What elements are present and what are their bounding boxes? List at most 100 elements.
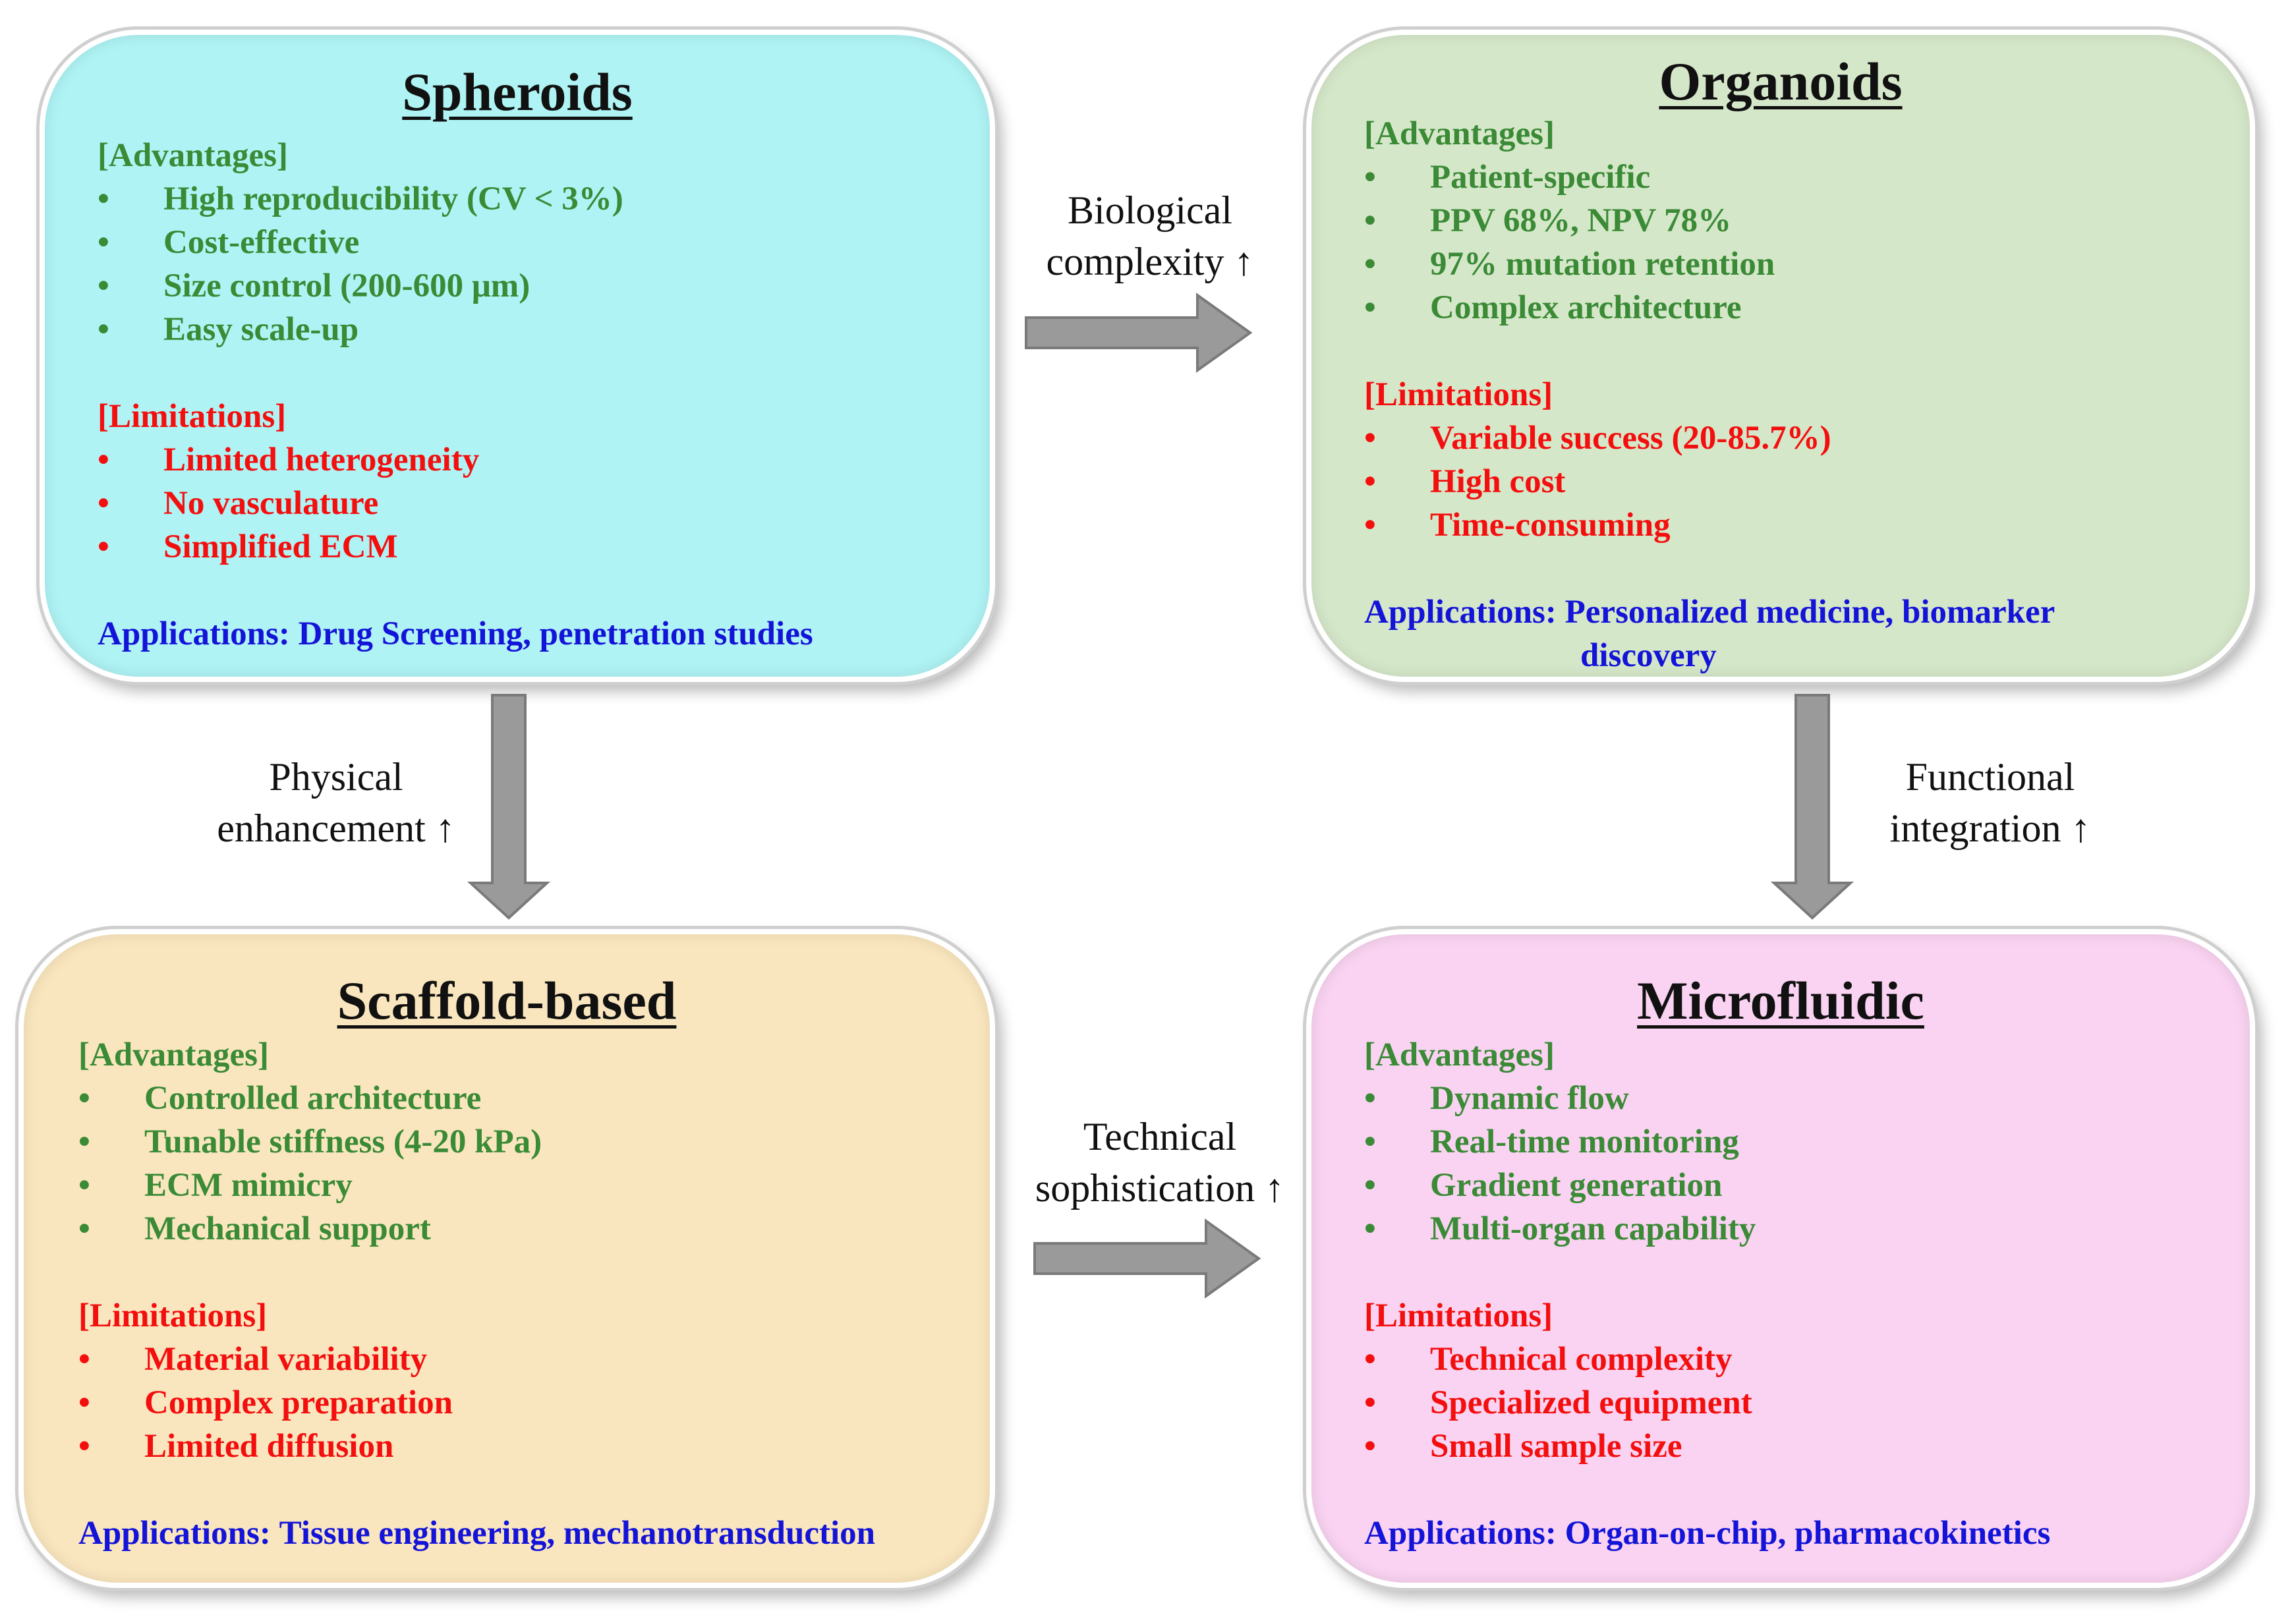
bullet-icon: • — [78, 1428, 90, 1465]
advantage-item: •Controlled architecture — [78, 1077, 875, 1120]
bullet-icon: • — [1364, 1341, 1376, 1378]
down-arrow-icon — [467, 694, 551, 920]
advantages-header: [Advantages] — [1364, 115, 1555, 152]
advantages-header: [Advantages] — [78, 1036, 269, 1073]
scaffold-content: [Advantages] •Controlled architecture •T… — [78, 1033, 875, 1555]
bullet-icon: • — [78, 1210, 90, 1247]
microfluidic-title: Microfluidic — [1637, 971, 1924, 1031]
down-arrow-shape — [1770, 694, 1854, 920]
bullet-icon: • — [98, 224, 109, 261]
advantage-item: •Mechanical support — [78, 1207, 875, 1251]
bullet-icon: • — [78, 1341, 90, 1378]
advantage-item: •PPV 68%, NPV 78% — [1364, 199, 2055, 242]
down-arrow-shape — [467, 694, 551, 920]
advantages-header: [Advantages] — [98, 137, 288, 174]
advantage-item: •Multi-organ capability — [1364, 1207, 2050, 1251]
bullet-icon: • — [98, 181, 109, 217]
bullet-icon: • — [98, 441, 109, 478]
microfluidic-panel: Microfluidic [Advantages] •Dynamic flow … — [1306, 929, 2255, 1588]
functional-integration-label: Functional integration ↑ — [1889, 755, 2091, 850]
applications-line: Applications: Personalized medicine, bio… — [1364, 590, 2055, 634]
bullet-icon: • — [1364, 159, 1376, 196]
bullet-icon: • — [1364, 507, 1376, 544]
bullet-icon: • — [1364, 1167, 1376, 1204]
applications-label: Applications: — [1364, 1515, 1557, 1552]
scaffold-title: Scaffold-based — [337, 971, 677, 1031]
bullet-icon: • — [1364, 1210, 1376, 1247]
advantage-item: •Gradient generation — [1364, 1164, 2050, 1207]
limitation-item: •Variable success (20-85.7%) — [1364, 416, 2055, 460]
bullet-icon: • — [1364, 1384, 1376, 1421]
bullet-icon: • — [98, 268, 109, 304]
limitation-item: •Specialized equipment — [1364, 1381, 2050, 1425]
applications-line: Applications: Organ-on-chip, pharmacokin… — [1364, 1512, 2050, 1555]
technical-sophistication-label: Technical sophistication ↑ — [1035, 1115, 1285, 1210]
bullet-icon: • — [78, 1167, 90, 1204]
applications-line: Applications: Drug Screening, penetratio… — [98, 612, 813, 656]
limitation-item: •Technical complexity — [1364, 1338, 2050, 1381]
bullet-icon: • — [98, 485, 109, 522]
limitation-item: •Complex preparation — [78, 1381, 875, 1425]
bullet-icon: • — [1364, 289, 1376, 326]
physical-enhancement-label: Physical enhancement ↑ — [217, 755, 455, 850]
limitations-header: [Limitations] — [1364, 1297, 1553, 1334]
advantage-item: •97% mutation retention — [1364, 242, 2055, 286]
applications-label: Applications: — [98, 615, 290, 652]
spheroids-panel: Spheroids [Advantages] •High reproducibi… — [40, 30, 995, 682]
microfluidic-content: [Advantages] •Dynamic flow •Real-time mo… — [1364, 1033, 2050, 1555]
right-arrow-shape — [1033, 1218, 1261, 1299]
advantage-item: •Tunable stiffness (4-20 kPa) — [78, 1120, 875, 1164]
limitations-header: [Limitations] — [1364, 376, 1553, 413]
biological-complexity-label: Biological complexity ↑ — [1046, 188, 1254, 283]
limitation-item: •No vasculature — [98, 482, 813, 525]
applications-text: Tissue engineering, mechanotransduction — [279, 1515, 876, 1552]
applications-label: Applications: — [1364, 594, 1557, 631]
limitation-item: •Material variability — [78, 1338, 875, 1381]
limitations-header: [Limitations] — [78, 1297, 268, 1334]
bullet-icon: • — [1364, 246, 1376, 283]
bullet-icon: • — [78, 1123, 90, 1160]
right-arrow-icon — [1025, 293, 1253, 373]
bullet-icon: • — [1364, 202, 1376, 239]
advantage-item: •ECM mimicry — [78, 1164, 875, 1207]
advantage-item: •Real-time monitoring — [1364, 1120, 2050, 1164]
down-arrow-icon — [1770, 694, 1854, 920]
applications-text: Drug Screening, penetration studies — [298, 615, 813, 652]
limitation-item: •Simplified ECM — [98, 525, 813, 569]
applications-text-continued: discovery — [1580, 637, 1717, 674]
advantage-item: •Easy scale-up — [98, 308, 813, 351]
bullet-icon: • — [1364, 420, 1376, 457]
limitation-item: •Small sample size — [1364, 1425, 2050, 1468]
applications-line: Applications: Tissue engineering, mechan… — [78, 1512, 875, 1555]
bullet-icon: • — [98, 528, 109, 565]
limitations-header: [Limitations] — [98, 398, 287, 435]
scaffold-panel: Scaffold-based [Advantages] •Controlled … — [18, 929, 995, 1588]
advantage-item: •Complex architecture — [1364, 286, 2055, 329]
organoids-panel: Organoids [Advantages] •Patient-specific… — [1306, 30, 2255, 682]
bullet-icon: • — [1364, 1428, 1376, 1465]
advantage-item: •Size control (200-600 μm) — [98, 264, 813, 308]
right-arrow-icon — [1033, 1218, 1261, 1299]
advantage-item: •Cost-effective — [98, 221, 813, 264]
applications-text: Organ-on-chip, pharmacokinetics — [1564, 1515, 2051, 1552]
organoids-title: Organoids — [1659, 51, 1903, 111]
bullet-icon: • — [98, 311, 109, 348]
limitation-item: •Limited heterogeneity — [98, 438, 813, 482]
applications-text: Personalized medicine, biomarker — [1564, 594, 2055, 631]
bullet-icon: • — [78, 1384, 90, 1421]
bullet-icon: • — [1364, 1080, 1376, 1117]
applications-label: Applications: — [78, 1515, 271, 1552]
organoids-content: [Advantages] •Patient-specific •PPV 68%,… — [1364, 112, 2055, 677]
advantage-item: •High reproducibility (CV < 3%) — [98, 177, 813, 221]
spheroids-content: [Advantages] •High reproducibility (CV <… — [98, 134, 813, 656]
bullet-icon: • — [78, 1080, 90, 1117]
advantage-item: •Dynamic flow — [1364, 1077, 2050, 1120]
bullet-icon: • — [1364, 1123, 1376, 1160]
spheroids-title: Spheroids — [402, 62, 633, 122]
limitation-item: •Limited diffusion — [78, 1425, 875, 1468]
limitation-item: •High cost — [1364, 460, 2055, 503]
right-arrow-shape — [1025, 293, 1253, 373]
limitation-item: •Time-consuming — [1364, 503, 2055, 547]
bullet-icon: • — [1364, 463, 1376, 500]
advantage-item: •Patient-specific — [1364, 156, 2055, 199]
